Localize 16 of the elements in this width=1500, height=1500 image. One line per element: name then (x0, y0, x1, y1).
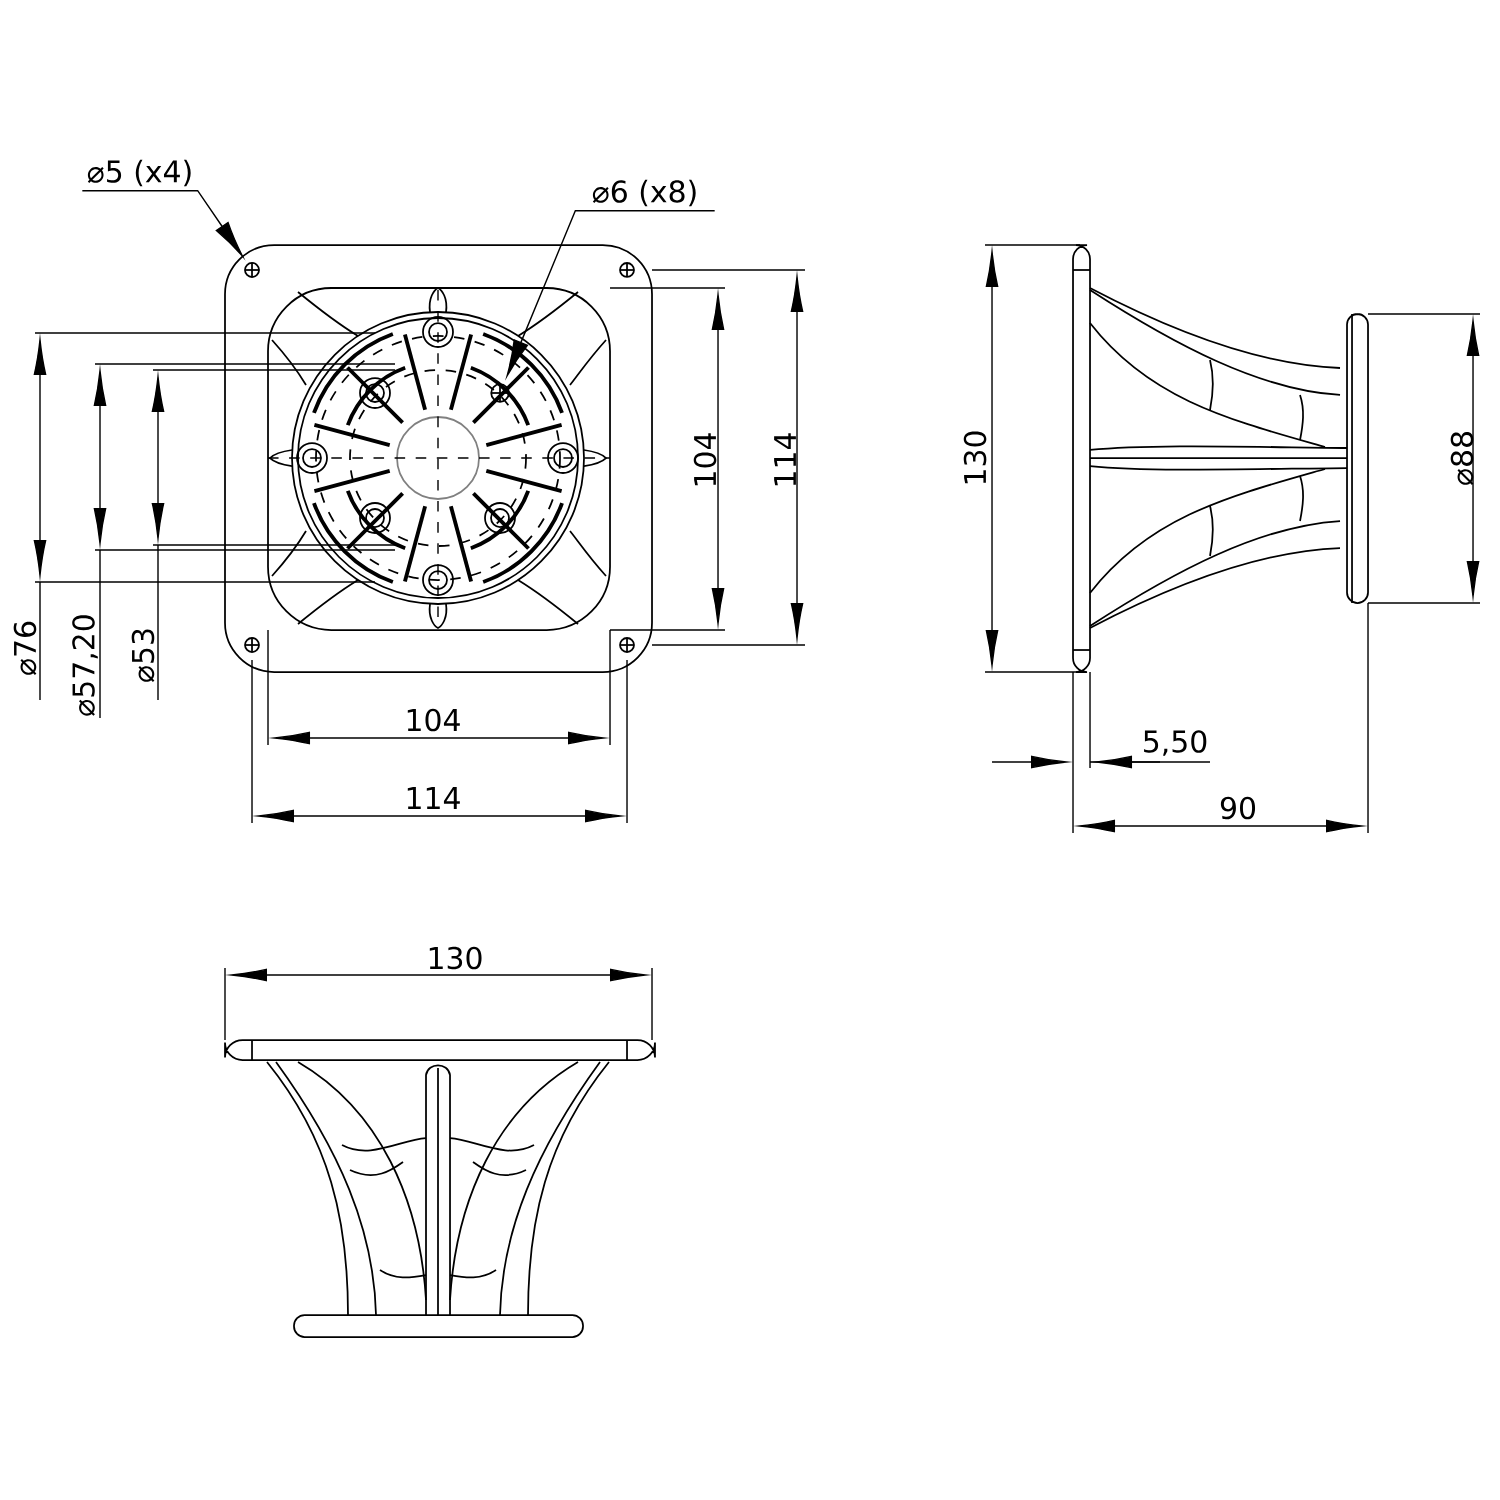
dimension-label: 90 (1220, 796, 1256, 820)
dimension-label: ⌀88 (1450, 432, 1474, 485)
dimension-label: 114 (774, 433, 796, 486)
mounting-hole (244, 262, 260, 278)
dimension-label: 5,50 (1144, 730, 1207, 756)
mounting-hole (490, 383, 510, 403)
dimension-label: 130 (429, 946, 482, 970)
dimension-label: 114 (407, 787, 460, 809)
dimension-label: ⌀53 (131, 629, 155, 682)
callout-label: ⌀5 (x4) (87, 159, 191, 187)
dimension-label: 104 (693, 433, 717, 486)
dimension-label: ⌀57,20 (72, 615, 98, 716)
callout-label: ⌀6 (x8) (592, 179, 696, 207)
dimension-label: 104 (407, 708, 460, 732)
dimension-label: ⌀76 (13, 621, 37, 675)
dimension-label: 130 (963, 431, 987, 484)
